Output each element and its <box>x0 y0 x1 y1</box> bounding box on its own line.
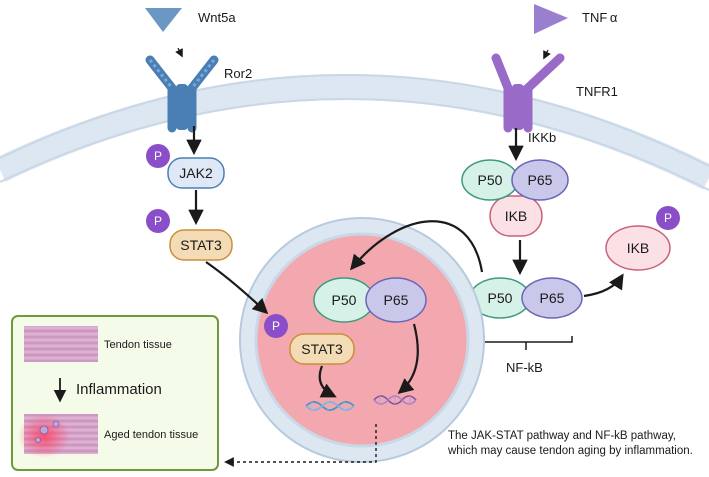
arrow-stat3-dna <box>318 365 337 398</box>
phospho-ikb: P <box>656 206 680 230</box>
svg-text:STAT3: STAT3 <box>180 237 222 253</box>
nuclear-p50-p65: P50 P65 <box>313 277 427 323</box>
tnfr1-receptor: TNFR1 <box>491 53 618 133</box>
released-ikb: IKB <box>605 225 671 271</box>
caption: The JAK-STAT pathway and NF-kB pathway, … <box>447 430 693 457</box>
tnfr1-label: TNFR1 <box>576 84 618 99</box>
nuclear-stat3: STAT3 <box>289 333 355 365</box>
arrow-ikb-release <box>583 273 624 298</box>
svg-text:IKB: IKB <box>627 240 650 256</box>
nfkb-label: NF-kB <box>506 360 543 375</box>
arrow-nucleus-to-inset <box>224 424 377 467</box>
svg-text:P65: P65 <box>528 172 553 188</box>
svg-text:P: P <box>154 149 162 163</box>
inflammation-label: Inflammation <box>76 381 162 398</box>
jak2-node: JAK2 <box>167 157 225 189</box>
svg-text:P65: P65 <box>540 290 565 306</box>
svg-text:P: P <box>154 214 162 228</box>
tnf-alpha-ligand: TNF α <box>534 4 618 60</box>
ikkb-label: IKKb <box>528 130 556 145</box>
svg-text:P50: P50 <box>488 290 513 306</box>
cell-membrane <box>0 74 709 191</box>
phospho-stat3: P <box>146 209 170 233</box>
tendon-tissue-label: Tendon tissue <box>104 339 172 351</box>
dna-icon-nfkb <box>373 395 417 405</box>
caption-line-1: The JAK-STAT pathway and NF-kB pathway, <box>448 430 676 442</box>
nucleus <box>239 217 485 463</box>
nfkb-bracket: NF-kB <box>479 336 573 375</box>
wnt5a-ligand: Wnt5a <box>145 8 236 58</box>
tendon-tissue-image <box>24 326 98 362</box>
svg-text:IKB: IKB <box>505 208 528 224</box>
p50-p65-ikb-complex: IKB P50 P65 <box>461 159 569 237</box>
aged-tendon-image <box>18 414 98 458</box>
wnt5a-label: Wnt5a <box>198 10 236 25</box>
svg-text:STAT3: STAT3 <box>301 341 343 357</box>
svg-text:P65: P65 <box>384 292 409 308</box>
svg-text:P50: P50 <box>478 172 503 188</box>
free-p50-p65: P50 P65 <box>469 277 583 319</box>
arrow-nfkb-dna <box>397 323 419 394</box>
svg-text:P50: P50 <box>332 292 357 308</box>
ror2-receptor: Ror2 <box>145 55 252 133</box>
svg-text:P: P <box>664 211 672 225</box>
aged-tendon-label: Aged tendon tissue <box>104 429 198 441</box>
arrow-stat3-to-nucleus <box>205 261 269 315</box>
arrow-nfkb-to-nucleus <box>350 220 484 273</box>
phospho-nuclear-stat3: P <box>264 314 288 338</box>
phospho-jak2: P <box>146 144 170 168</box>
svg-text:JAK2: JAK2 <box>179 165 213 181</box>
caption-line-2: which may cause tendon aging by inflamma… <box>447 445 693 457</box>
ror2-label: Ror2 <box>224 66 252 81</box>
stat3-node: STAT3 <box>169 229 233 261</box>
dna-icon-stat3 <box>305 401 355 411</box>
svg-text:P: P <box>272 319 280 333</box>
tnf-label: TNF α <box>582 10 618 25</box>
tendon-inset: Tendon tissue Inflammation Aged tendon t… <box>11 315 219 471</box>
